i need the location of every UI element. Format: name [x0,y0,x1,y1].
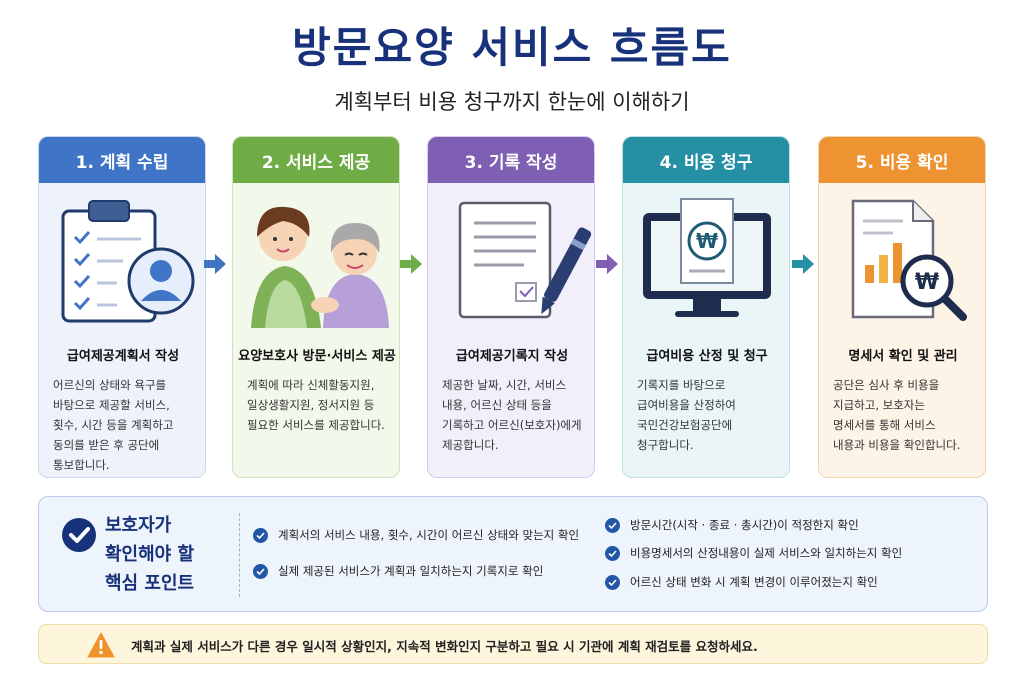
step-card-plan: 1. 계획 수립 급여제공계획서 작성 어르신의 상태와 욕구를 바탕으로 제공… [38,136,206,478]
checkpoint-item: 계획서의 서비스 내용, 횟수, 시간이 어르신 상태와 맞는지 확인 [253,527,579,543]
step-header: 2. 서비스 제공 [233,137,399,183]
check-icon [605,517,620,533]
check-circle-icon [62,518,96,552]
checkpoints-title: 보호자가 확인해야 할 핵심 포인트 [105,515,195,594]
checkpoint-text: 어르신 상태 변화 시 계획 변경이 이루어졌는지 확인 [630,575,878,589]
checkpoints-panel: 보호자가 확인해야 할 핵심 포인트 계획서의 서비스 내용, 횟수, 시간이 … [38,496,988,612]
page-subtitle: 계획부터 비용 청구까지 한눈에 이해하기 [334,90,690,114]
checkpoint-item: 어르신 상태 변화 시 계획 변경이 이루어졌는지 확인 [605,574,878,590]
step-header: 3. 기록 작성 [428,137,594,183]
checkpoint-text: 계획서의 서비스 내용, 횟수, 시간이 어르신 상태와 맞는지 확인 [278,528,580,542]
checkpoint-text: 비용명세서의 산정내용이 실제 서비스와 일치하는지 확인 [630,546,903,560]
step-card-record: 3. 기록 작성 급여제공기록지 작성 제공한 날짜, 시간, 서비스 내용, … [427,136,595,478]
caregiver-elderly-icon [251,206,389,328]
clipboard-user-icon [61,200,195,323]
warning-banner: 계획과 실제 서비스가 다른 경우 일시적 상황인지, 지속적 변화인지 구분하… [38,624,988,664]
step-description: 기록지를 바탕으로 급여비용을 산정하여 국민건강보험공단에 청구합니다. [637,378,736,452]
check-icon [605,574,620,590]
step-title: 급여제공계획서 작성 [66,349,180,364]
checkpoint-text: 실제 제공된 서비스가 계획과 일치하는지 기록지로 확인 [278,564,544,578]
document-pen-icon [458,201,592,319]
checkpoint-item: 실제 제공된 서비스가 계획과 일치하는지 기록지로 확인 [253,563,543,579]
check-icon [253,527,268,543]
step-card-service: 2. 서비스 제공 요양보호사 방문·서비스 제공 계획에 따라 신체활동지원,… [232,136,400,478]
check-icon [253,563,268,579]
step-title: 요양보호사 방문·서비스 제공 [238,349,396,364]
step-title: 급여제공기록지 작성 [455,349,569,364]
arrow-right-icon [792,254,814,274]
step-header: 5. 비용 확인 [819,137,985,183]
step-card-billing: 4. 비용 청구 ₩ 급여비용 산정 및 청구 기록지를 바탕으로 급여비용을 … [622,136,790,478]
warning-icon [87,632,115,658]
arrow-right-icon [400,254,422,274]
checkpoint-item: 방문시간(시작 · 종료 · 총시간)이 적정한지 확인 [605,517,859,533]
checkpoint-text: 방문시간(시작 · 종료 · 총시간)이 적정한지 확인 [630,518,859,532]
warning-text: 계획과 실제 서비스가 다른 경우 일시적 상황인지, 지속적 변화인지 구분하… [131,639,758,654]
step-description: 제공한 날짜, 시간, 서비스 내용, 어르신 상태 등을 기록하고 어르신(보… [442,378,582,452]
check-icon [605,545,620,561]
step-header: 1. 계획 수립 [39,137,205,183]
report-magnifier-icon: ₩ [851,199,967,321]
step-title: 급여비용 산정 및 청구 [646,349,768,364]
step-description: 어르신의 상태와 욕구를 바탕으로 제공할 서비스, 횟수, 시간 등을 계획하… [53,378,174,472]
step-description: 계획에 따라 신체활동지원, 일상생활지원, 정서지원 등 필요한 서비스를 제… [247,378,385,432]
monitor-won-icon: ₩ [643,198,771,317]
divider [239,513,240,597]
arrow-right-icon [204,254,226,274]
step-title: 명세서 확인 및 관리 [848,349,958,364]
page-title: 방문요양 서비스 흐름도 [292,23,732,72]
arrow-right-icon [596,254,618,274]
svg-text:₩: ₩ [915,270,939,295]
checkpoint-item: 비용명세서의 산정내용이 실제 서비스와 일치하는지 확인 [605,545,902,561]
step-header: 4. 비용 청구 [623,137,789,183]
svg-text:₩: ₩ [696,229,718,253]
step-card-confirm: 5. 비용 확인 ₩ 명세서 확인 및 관리 공단은 심사 후 비용을 지급하고… [818,136,986,478]
step-description: 공단은 심사 후 비용을 지급하고, 보호자는 명세서를 통해 서비스 내용과 … [833,378,961,452]
